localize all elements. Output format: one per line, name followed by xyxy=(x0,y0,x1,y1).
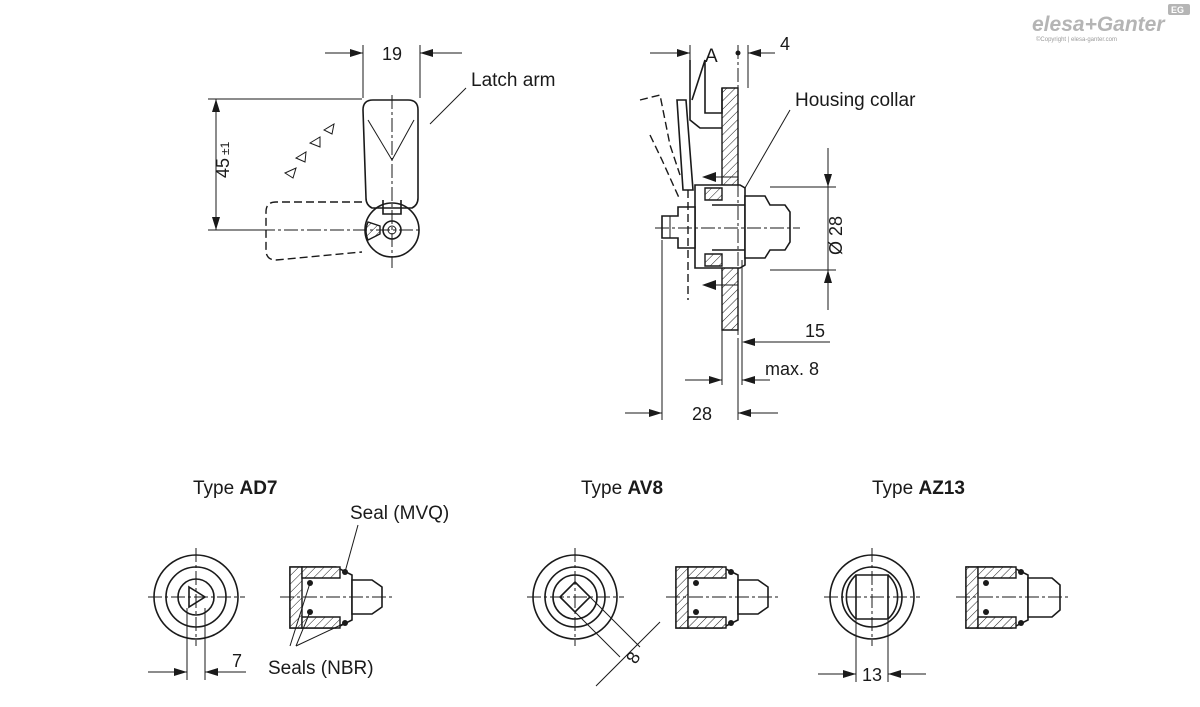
type-ad7-title: Type AD7 xyxy=(193,478,278,499)
type-av8-title: Type AV8 xyxy=(581,478,663,499)
dim-width-19: 19 xyxy=(382,44,402,64)
dim-8: 8 xyxy=(622,648,644,667)
brand-logo: elesa+Ganter EG ©Copyright | elesa-gante… xyxy=(1032,4,1190,43)
type-av8: Type AV8 8 xyxy=(527,478,778,687)
dim-4: 4 xyxy=(780,34,790,54)
label-latch-arm: Latch arm xyxy=(471,70,555,91)
dim-max-8: max. 8 xyxy=(765,359,819,379)
dim-15: 15 xyxy=(805,321,825,341)
label-seal-mvq: Seal (MVQ) xyxy=(350,503,449,524)
dim-7: 7 xyxy=(232,651,242,671)
label-housing-collar: Housing collar xyxy=(795,90,916,111)
dim-height-45: 45±1 xyxy=(213,141,233,178)
dim-diameter-28: Ø 28 xyxy=(826,216,846,255)
label-seals-nbr: Seals (NBR) xyxy=(268,658,374,679)
section-view: A 4 Housing collar Ø 28 15 max. 8 28 xyxy=(625,34,916,424)
brand-copyright: ©Copyright | elesa-ganter.com xyxy=(1036,36,1117,43)
brand-badge: EG xyxy=(1171,5,1184,15)
side-view: 19 45±1 Latch arm xyxy=(208,44,555,268)
label-a: A xyxy=(705,46,718,67)
type-az13: Type AZ13 13 xyxy=(818,478,1070,685)
svg-text:elesa+Ganter: elesa+Ganter xyxy=(1032,13,1166,36)
type-ad7: Type AD7 Seal (MVQ) Seals (NBR) 7 xyxy=(148,478,449,680)
type-az13-title: Type AZ13 xyxy=(872,478,965,499)
dim-28: 28 xyxy=(692,404,712,424)
dim-13: 13 xyxy=(862,665,882,685)
